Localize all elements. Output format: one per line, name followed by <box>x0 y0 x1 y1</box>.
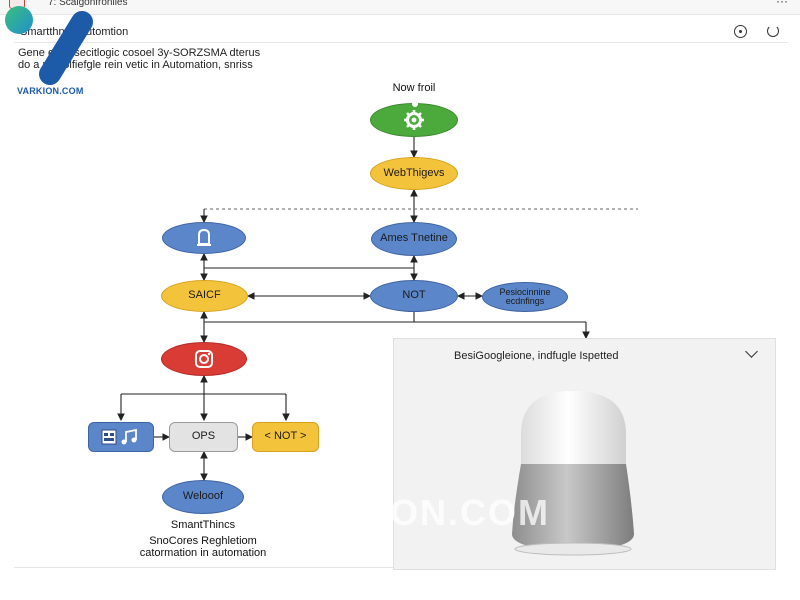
camera-node[interactable] <box>161 342 247 376</box>
not-main-node[interactable]: NOT <box>370 280 458 312</box>
description-line-2: do a polpolfiefgle rein vetic in Automat… <box>18 59 253 71</box>
ops-node[interactable]: OPS <box>169 422 238 452</box>
saicf-node[interactable]: SAICF <box>161 280 248 312</box>
webthings-node[interactable]: WebThigevs <box>370 157 458 190</box>
window-title: 7: Scalgonfronlies <box>48 0 128 8</box>
product-panel: BesiGoogleione, indfugle Ispetted <box>393 338 776 570</box>
logo-mark-icon <box>5 6 93 85</box>
weboof-node[interactable]: Welooof <box>162 480 244 514</box>
footer-label-2: SnoCores Reghletiom <box>149 535 257 547</box>
device-icon <box>197 228 211 246</box>
pesiocting-node[interactable]: Pesiocinnine ecdnfings <box>482 282 568 312</box>
device-node[interactable] <box>162 222 246 254</box>
window-title-bar: 7: Scalgonfronlies ··· <box>0 0 800 15</box>
footer-label-3: catormation in automation <box>139 547 267 559</box>
gear-icon <box>404 110 424 130</box>
not-small-node[interactable]: < NOT > <box>252 422 319 452</box>
start-node[interactable] <box>370 101 458 137</box>
panel-title: BesiGoogleione, indfugle Ispetted <box>454 350 619 362</box>
footer-label-1: SmantThincs <box>170 519 236 531</box>
camera-icon <box>195 350 213 368</box>
status-dot-icon <box>412 101 418 107</box>
more-options-icon[interactable]: ··· <box>776 0 788 8</box>
brand-logo: VARKION.COM <box>4 2 114 98</box>
logo-text: VARKION.COM <box>17 86 84 96</box>
media-icon <box>101 428 137 445</box>
watermark: ION.COM <box>378 492 550 533</box>
target-icon[interactable] <box>734 25 747 38</box>
ames-node[interactable]: Ames Tnetine <box>371 222 457 256</box>
chevron-down-icon[interactable] <box>745 345 758 358</box>
description-line-1: Gene e ols secitlogic cosoel 3y-SORZSMA … <box>18 47 261 59</box>
top-node-label: Now froil <box>392 82 436 94</box>
refresh-icon[interactable] <box>767 25 779 37</box>
media-node[interactable] <box>88 422 154 452</box>
smart-speaker-image <box>512 391 634 556</box>
